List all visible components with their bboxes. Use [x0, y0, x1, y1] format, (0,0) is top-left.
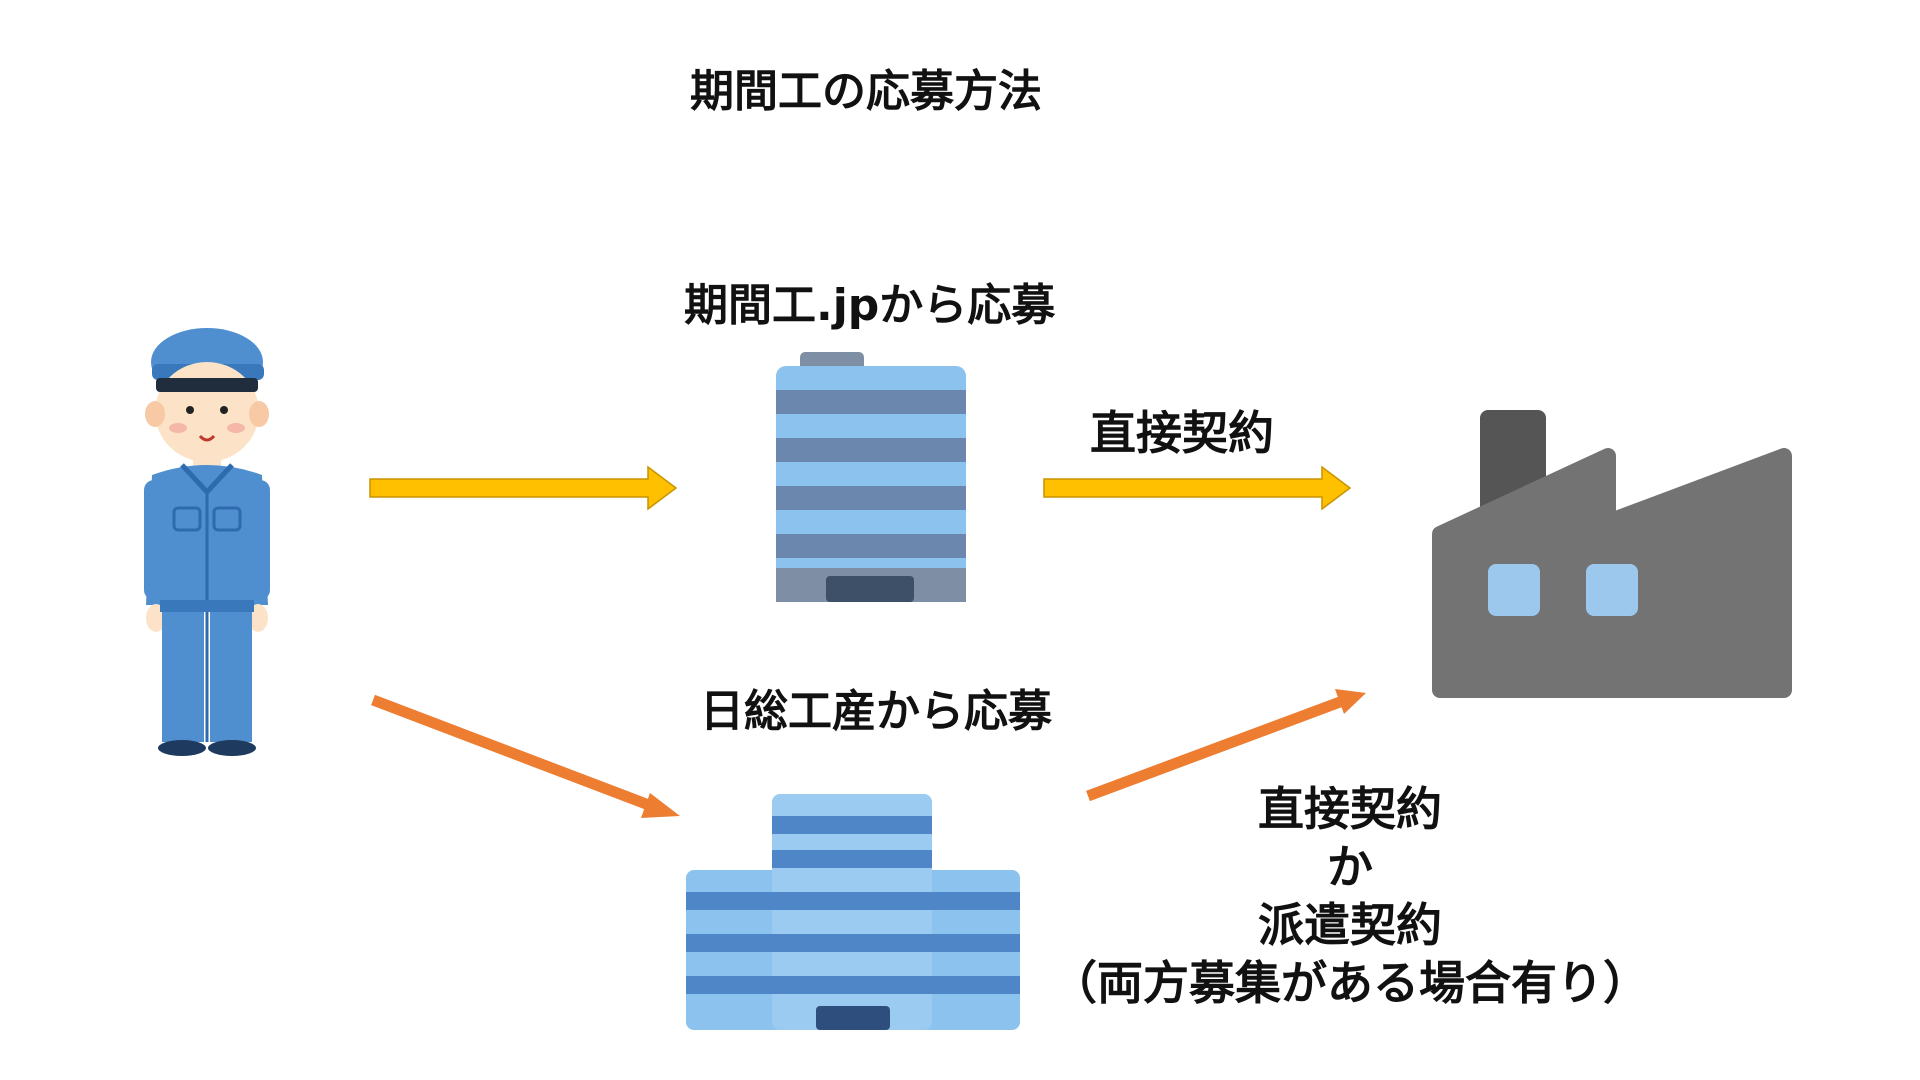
route-jp-contract-label: 直接契約	[1090, 406, 1274, 460]
building-nikkyo-icon	[686, 794, 1020, 1030]
route-jp-label: 期間工.jpから応募	[684, 280, 1056, 331]
arrow-worker-to-jp	[369, 465, 678, 511]
building-jp-icon	[776, 352, 966, 602]
route-nikkyo-label: 日総工産から応募	[700, 686, 1052, 737]
arrow-nikkyo-to-factory	[1086, 689, 1366, 802]
contract-line: （両方募集がある場合有り）	[1051, 956, 1649, 1010]
worker-illustration	[144, 328, 270, 756]
contract-line: 派遣契約	[1258, 898, 1442, 952]
contract-line: 直接契約	[1258, 782, 1442, 836]
route-nikkyo-contract-block: 直接契約 か 派遣契約 （両方募集がある場合有り）	[1040, 780, 1660, 1012]
contract-line: か	[1327, 840, 1373, 894]
arrow-jp-to-factory	[1043, 465, 1352, 511]
factory-icon	[1432, 410, 1792, 698]
page-title: 期間工の応募方法	[690, 66, 1042, 117]
arrow-worker-to-nikkyo	[371, 694, 680, 818]
